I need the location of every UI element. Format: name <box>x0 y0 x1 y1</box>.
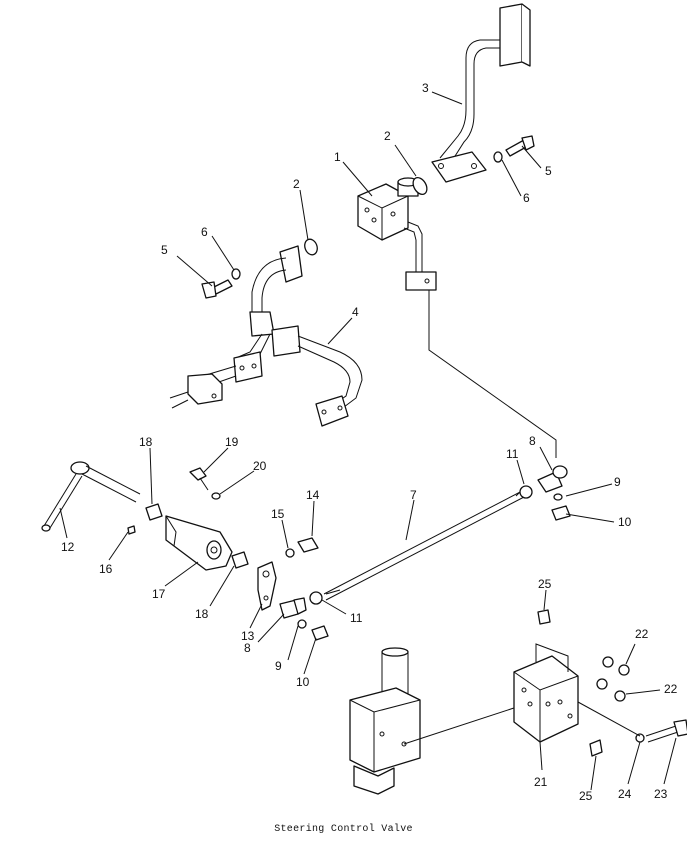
part-11-nut-upper <box>519 485 533 499</box>
callout-5-right: 5 <box>545 164 552 178</box>
callout-9-lower: 9 <box>275 659 282 673</box>
part-17-sleeve <box>165 515 233 571</box>
callout-6-left: 6 <box>201 225 208 239</box>
bolt-washer-upper <box>493 135 535 163</box>
part-9-washer-upper <box>553 493 563 501</box>
part-25-plug-lower <box>589 739 603 757</box>
connector-line <box>403 705 521 745</box>
callout-6-right: 6 <box>523 191 530 205</box>
callout-4: 4 <box>352 305 359 319</box>
callout-12: 12 <box>61 540 75 554</box>
part-14-bolt <box>297 537 319 553</box>
callout-16: 16 <box>99 562 113 576</box>
callout-5-left: 5 <box>161 243 168 257</box>
callout-2-lower: 2 <box>293 177 300 191</box>
callout-9-upper: 9 <box>614 475 621 489</box>
diagram-caption: Steering Control Valve <box>274 824 413 835</box>
steering-column <box>349 647 421 795</box>
part-20-washer <box>211 492 221 500</box>
callout-11-lower: 11 <box>350 611 363 625</box>
callout-1: 1 <box>334 150 341 164</box>
part-19-bolt <box>189 467 209 491</box>
callout-10-lower: 10 <box>296 675 310 689</box>
bolt-washer-left <box>201 268 241 299</box>
callout-8-upper: 8 <box>529 434 536 448</box>
part-8-ball-joint-upper <box>537 465 568 493</box>
callout-8-lower: 8 <box>244 641 251 655</box>
part-10-bolt-lower <box>311 625 329 641</box>
callout-17: 17 <box>152 587 166 601</box>
part-24-washer <box>635 733 645 743</box>
part-2-o-ring-lower <box>304 238 318 256</box>
part-23-bolt <box>645 719 687 743</box>
part-13-arm <box>257 561 277 611</box>
callout-15: 15 <box>271 507 285 521</box>
part-12-lever <box>41 461 141 532</box>
part-7-rod <box>323 489 527 601</box>
part-18-bushing-lower <box>231 551 249 569</box>
part-21-valve-body <box>513 643 579 743</box>
callout-23: 23 <box>654 787 668 801</box>
part-18-bushing-upper <box>145 503 163 521</box>
callout-18-upper: 18 <box>139 435 153 449</box>
callout-25-upper: 25 <box>538 577 552 591</box>
part-15-washer <box>285 548 295 558</box>
part-11-nut-lower <box>309 591 323 605</box>
callout-22-lower: 22 <box>664 682 678 696</box>
callout-25-lower: 25 <box>579 789 593 803</box>
part-25-plug-upper <box>537 609 551 625</box>
callout-22-upper: 22 <box>635 627 649 641</box>
part-8-ball-joint-lower <box>279 597 307 619</box>
callout-3: 3 <box>422 81 429 95</box>
part-1-valve <box>357 177 557 458</box>
callout-18-lower: 18 <box>195 607 209 621</box>
callout-14: 14 <box>306 488 320 502</box>
leader-lines <box>59 91 677 791</box>
part-10-bolt-upper <box>551 505 571 521</box>
callout-19: 19 <box>225 435 239 449</box>
callout-10-upper: 10 <box>618 515 632 529</box>
callout-11-upper: 11 <box>506 447 519 461</box>
part-3-pipe <box>431 3 531 183</box>
callout-2-upper: 2 <box>384 129 391 143</box>
callout-20: 20 <box>253 459 267 473</box>
callouts: 1 2 2 3 4 5 5 6 6 7 8 8 9 9 10 10 11 11 … <box>61 81 678 803</box>
callout-13: 13 <box>241 629 255 643</box>
connector-line-right <box>577 701 641 737</box>
part-4-pipe <box>169 245 363 427</box>
callout-24: 24 <box>618 787 632 801</box>
part-16-pin <box>127 525 136 535</box>
callout-7: 7 <box>410 488 417 502</box>
part-2-o-ring-upper <box>412 176 428 196</box>
callout-21: 21 <box>534 775 548 789</box>
part-22-o-rings <box>596 656 630 702</box>
part-9-washer-lower <box>297 619 307 629</box>
